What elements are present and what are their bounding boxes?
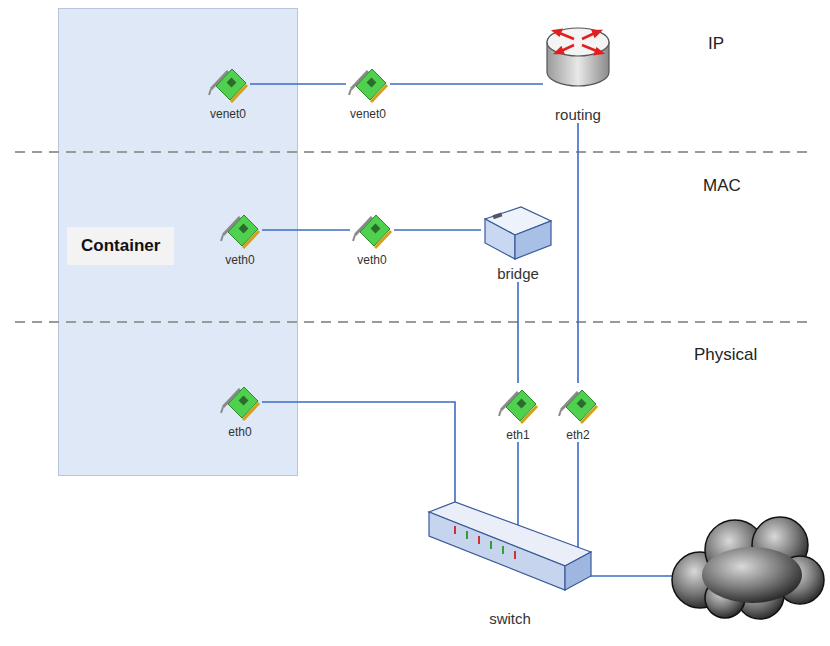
interface-name: veth0 <box>225 253 254 267</box>
network-link <box>390 83 543 85</box>
switch-node: switch <box>425 500 595 627</box>
nic-icon <box>350 208 394 252</box>
layer-label: IP <box>708 34 724 54</box>
network-link <box>394 229 481 231</box>
device-name: switch <box>489 610 531 627</box>
container-region: Container venet0 veth0 eth0 <box>58 8 298 476</box>
network-interface: eth0 <box>218 380 262 439</box>
nic-icon <box>218 380 262 424</box>
network-link <box>250 83 346 85</box>
bridge-node: bridge <box>481 205 555 282</box>
nic-icon <box>556 383 600 427</box>
nic-icon <box>218 208 262 252</box>
network-link <box>577 123 579 383</box>
device-name: bridge <box>497 265 539 282</box>
network-link <box>577 442 579 547</box>
nic-icon <box>496 383 540 427</box>
network-link <box>517 442 519 525</box>
interface-name: veth0 <box>357 253 386 267</box>
network-link <box>517 282 519 383</box>
network-interface: venet0 <box>206 62 250 121</box>
dashed-divider <box>15 321 812 323</box>
interface-name: eth1 <box>506 428 529 442</box>
network-interface: veth0 <box>350 208 394 267</box>
layer-label: Physical <box>694 345 757 365</box>
uplink-wire <box>590 575 672 577</box>
interface-name: venet0 <box>210 107 246 121</box>
router-icon <box>543 22 613 90</box>
cloud <box>672 517 824 619</box>
network-interface: veth0 <box>218 208 262 267</box>
container-title: Container <box>67 227 174 265</box>
network-link <box>262 402 455 502</box>
switch-icon <box>425 500 595 592</box>
bridge-icon <box>481 205 555 261</box>
layer-label: MAC <box>703 176 741 196</box>
device-name: routing <box>555 106 601 123</box>
network-interface: venet0 <box>346 62 390 121</box>
interface-name: eth2 <box>566 428 589 442</box>
interface-name: venet0 <box>350 107 386 121</box>
network-interface: eth2 <box>556 383 600 442</box>
network-link <box>262 229 350 231</box>
dashed-divider <box>15 151 812 153</box>
router-node: routing <box>543 22 613 123</box>
nic-icon <box>346 62 390 106</box>
nic-icon <box>206 62 250 106</box>
interface-name: eth0 <box>228 425 251 439</box>
network-interface: eth1 <box>496 383 540 442</box>
